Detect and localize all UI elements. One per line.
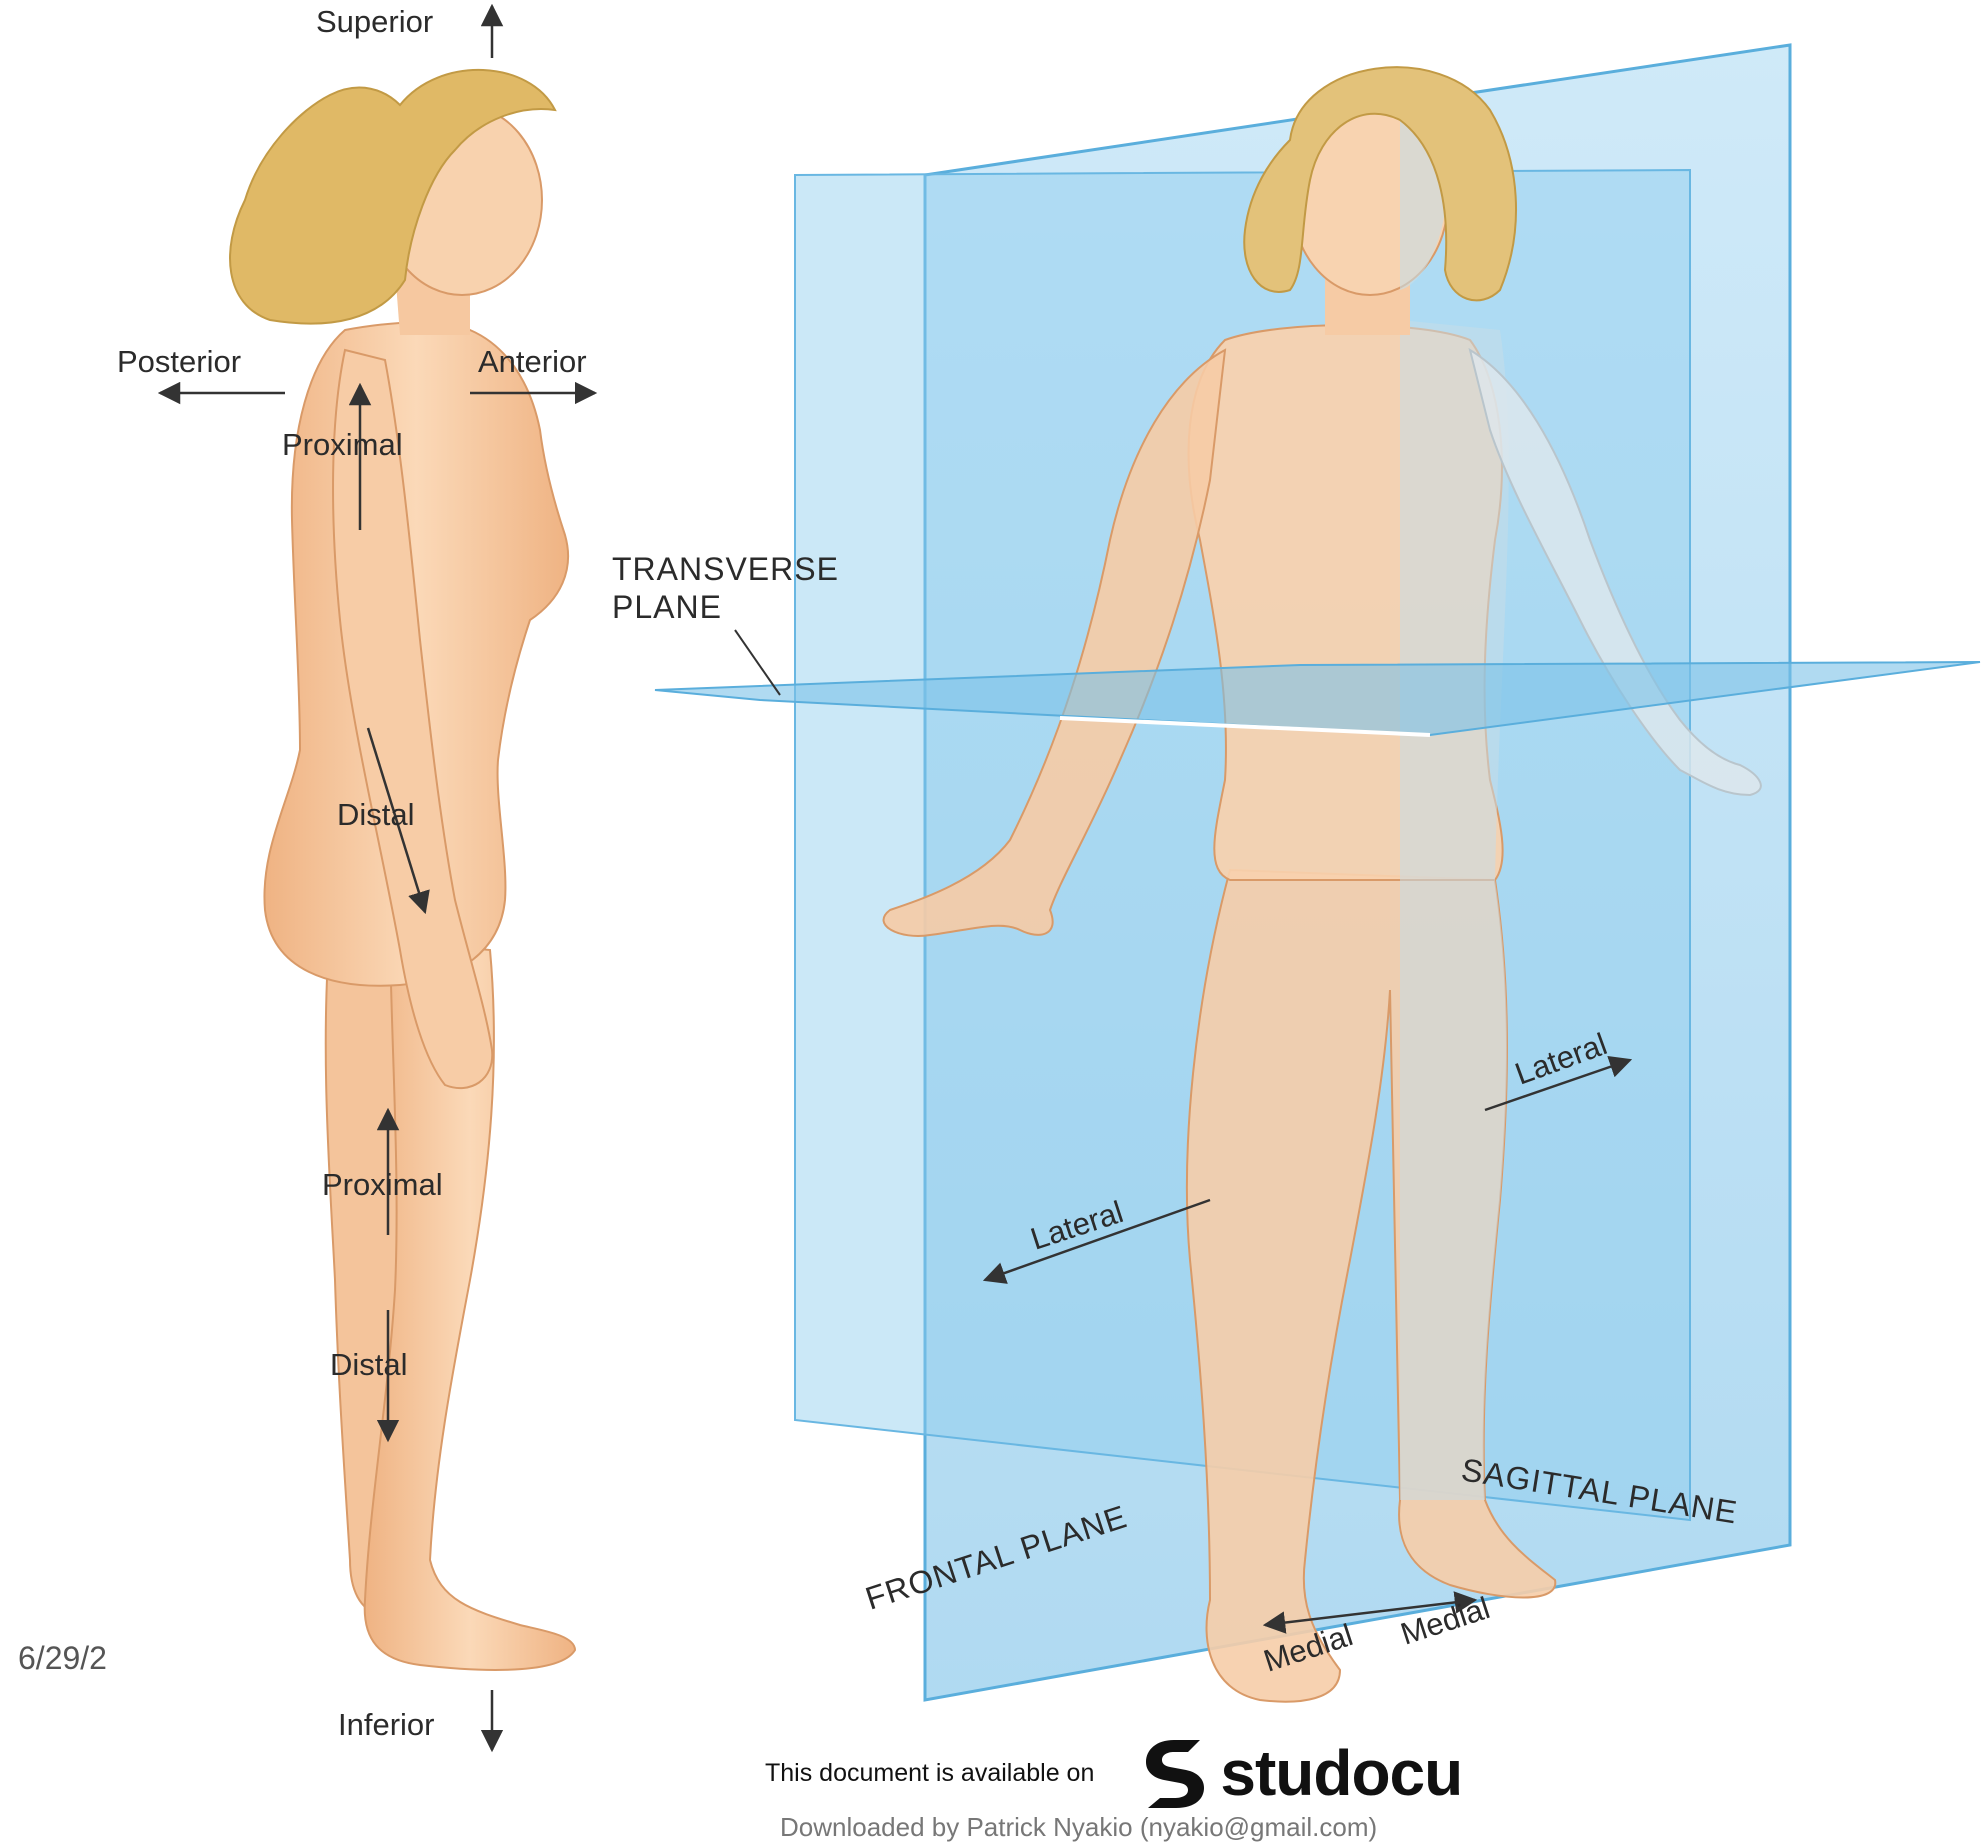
label-transverse-2: PLANE xyxy=(612,589,722,625)
page-date: 6/29/2 xyxy=(18,1640,107,1676)
front-right-arm xyxy=(1468,347,1762,797)
lateral-left-arrow xyxy=(982,1198,1211,1284)
footer-text: This document is available on xyxy=(765,1758,1095,1787)
left-labels: Superior Posterior Anterior Proximal Dis… xyxy=(117,4,587,1742)
download-credit: Downloaded by Patrick Nyakio (nyakio@gma… xyxy=(780,1812,1378,1842)
front-leg xyxy=(363,938,577,1671)
direction-arrows xyxy=(157,3,598,1753)
label-transverse-1: TRANSVERSE xyxy=(612,551,839,587)
transverse-plane-edge xyxy=(1059,716,1431,737)
transverse-leader-line xyxy=(734,629,781,696)
front-hair xyxy=(1243,66,1518,302)
hair xyxy=(229,68,557,325)
label-posterior: Posterior xyxy=(117,344,241,379)
arm xyxy=(332,348,494,1090)
transverse-plane xyxy=(654,661,1981,737)
medial-arrows xyxy=(1262,1591,1478,1634)
planes-figure xyxy=(654,43,1981,1703)
label-inferior: Inferior xyxy=(338,1707,434,1742)
right-arrows xyxy=(982,1055,1633,1634)
sagittal-tint xyxy=(1400,320,1509,1500)
label-distal-arm: Distal xyxy=(337,797,415,832)
studocu-brand-name: studocu xyxy=(1220,1737,1463,1809)
studocu-brand[interactable]: studocu xyxy=(1134,1734,1463,1812)
label-anterior: Anterior xyxy=(478,344,587,379)
distal-arm-arrow xyxy=(366,727,430,915)
side-view-figure xyxy=(229,68,577,1671)
label-superior: Superior xyxy=(316,4,433,39)
lateral-right-arrow xyxy=(1484,1055,1633,1112)
label-proximal-leg: Proximal xyxy=(322,1167,443,1202)
studocu-footer[interactable]: This document is available on studocu xyxy=(765,1728,1463,1818)
label-proximal-arm: Proximal xyxy=(282,427,403,462)
studocu-logo-icon xyxy=(1146,1740,1205,1808)
label-distal-leg: Distal xyxy=(330,1347,408,1382)
front-left-arm xyxy=(882,348,1227,937)
